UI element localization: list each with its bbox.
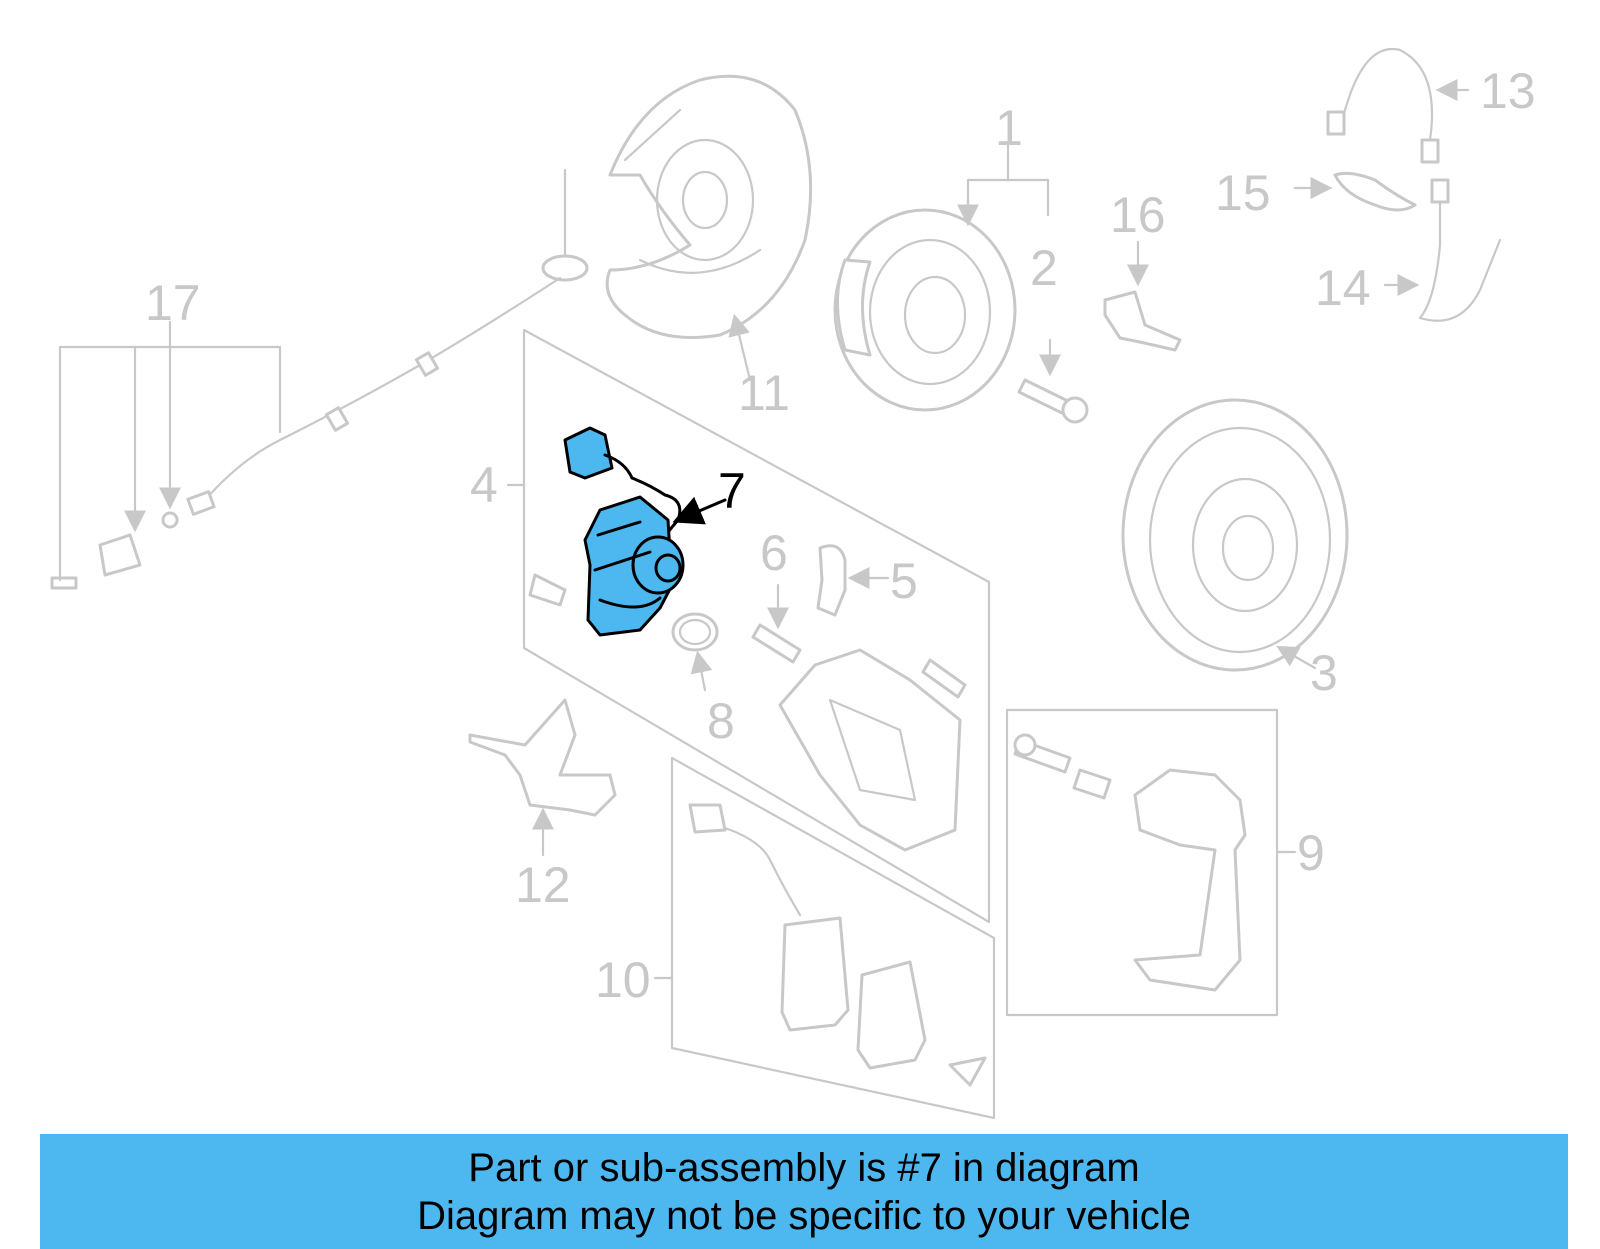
callout-6: 6 xyxy=(760,525,788,581)
wheel-hub-part xyxy=(833,143,1050,412)
caliper-hardware-panel xyxy=(1005,708,1297,1017)
callout-5: 5 xyxy=(890,553,918,609)
callout-labels: 1 2 3 4 5 6 7 8 9 10 11 12 13 14 15 16 1… xyxy=(145,63,1536,1008)
callout-13: 13 xyxy=(1480,63,1536,119)
hub-bolt-part xyxy=(1017,338,1089,424)
callout-9: 9 xyxy=(1297,825,1325,881)
parking-brake-motor-part xyxy=(563,426,727,637)
callout-10: 10 xyxy=(595,952,651,1008)
caliper-assembly-panel xyxy=(506,328,991,924)
brake-hose-part xyxy=(1326,47,1470,164)
sensor-bracket-part xyxy=(1103,240,1182,352)
brake-line-part xyxy=(1383,178,1502,322)
callout-2: 2 xyxy=(1030,240,1058,296)
callout-1: 1 xyxy=(995,100,1023,156)
callout-17: 17 xyxy=(145,275,201,331)
callout-16: 16 xyxy=(1110,187,1166,243)
callout-11: 11 xyxy=(738,365,790,421)
banner-line-2: Diagram may not be specific to your vehi… xyxy=(417,1194,1191,1238)
callout-4: 4 xyxy=(470,457,498,513)
callout-8: 8 xyxy=(707,693,735,749)
callout-12: 12 xyxy=(515,857,571,913)
abs-sensor-part xyxy=(50,168,589,590)
callout-7-highlighted: 7 xyxy=(718,463,746,519)
callout-3: 3 xyxy=(1310,645,1338,701)
brake-pads-panel xyxy=(653,756,996,1120)
info-banner: Part or sub-assembly is #7 in diagram Di… xyxy=(40,1134,1568,1249)
callout-14: 14 xyxy=(1315,260,1371,316)
caliper-bracket-part xyxy=(468,698,617,857)
dust-shield-part xyxy=(605,74,813,382)
brake-rotor-part xyxy=(1121,398,1349,672)
banner-line-1: Part or sub-assembly is #7 in diagram xyxy=(468,1146,1140,1190)
hose-clip-part xyxy=(1293,171,1417,212)
callout-15: 15 xyxy=(1215,165,1271,221)
